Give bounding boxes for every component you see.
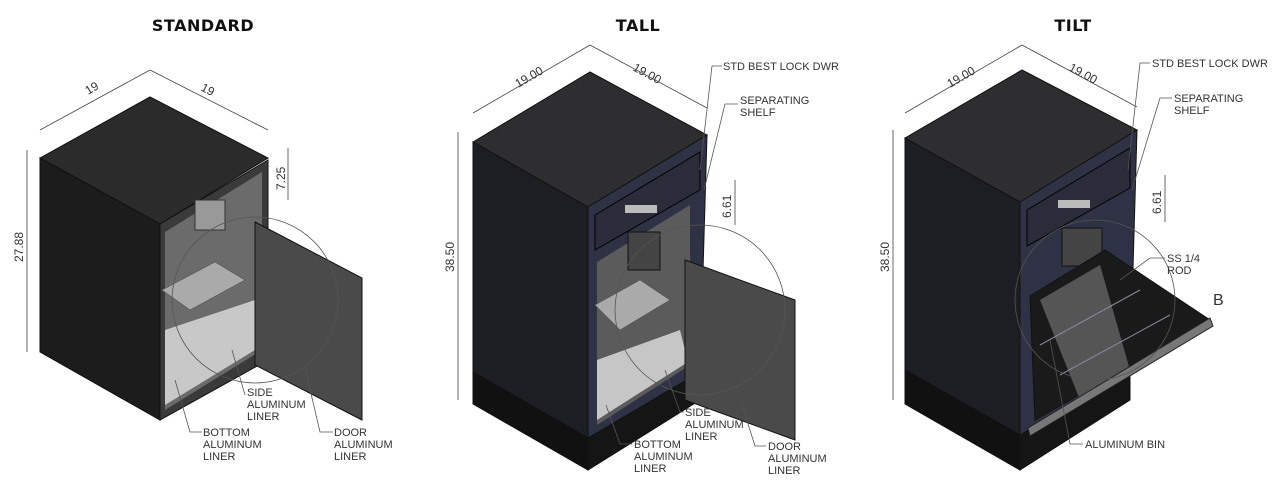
tilt-callouts: STD BEST LOCK DWR SEPARATING SHELF SS 1/… bbox=[1049, 58, 1268, 451]
standard-bottom-liner bbox=[165, 300, 255, 405]
standard-shelf bbox=[161, 261, 246, 311]
dim-drawer: 6.61 bbox=[720, 194, 734, 218]
label-door: DOOR bbox=[334, 427, 367, 439]
label-side-3: LINER bbox=[685, 431, 717, 443]
tall-callouts: STD BEST LOCK DWR SEPARATING SHELF SIDE … bbox=[605, 61, 839, 477]
label-side: SIDE bbox=[247, 387, 273, 399]
tilt-drawer bbox=[1026, 147, 1131, 247]
tall-drawer bbox=[594, 151, 701, 251]
label-shelf: SEPARATING bbox=[740, 95, 809, 107]
standard-keypad bbox=[194, 199, 226, 231]
dim-height: 27.88 bbox=[12, 232, 26, 262]
label-bottom-2: ALUMINUM bbox=[634, 451, 693, 463]
label-rod-2: ROD bbox=[1167, 265, 1192, 277]
tall-door bbox=[684, 259, 796, 441]
dim-width: 19.00 bbox=[945, 63, 978, 90]
standard-callouts: SIDE ALUMINUM LINER BOTTOM ALUMINUM LINE… bbox=[174, 349, 393, 463]
title-tall: TALL bbox=[616, 16, 660, 35]
dim-upper: 7.25 bbox=[274, 166, 288, 190]
tilt-dimensions: 19.00 19.00 38.50 6.61 bbox=[878, 44, 1166, 400]
dim-depth: 19.00 bbox=[1067, 60, 1100, 87]
label-bottom-2: ALUMINUM bbox=[203, 439, 262, 451]
standard-dimensions: 19 19 27.88 7.25 bbox=[12, 69, 289, 352]
label-side-2: ALUMINUM bbox=[685, 419, 744, 431]
label-door: DOOR bbox=[768, 441, 801, 453]
label-lock: STD BEST LOCK DWR bbox=[723, 61, 839, 73]
tall-cabinet bbox=[472, 71, 796, 471]
detail-b-label: B bbox=[1213, 292, 1224, 309]
label-bottom-3: LINER bbox=[634, 463, 666, 475]
dim-width: 19.00 bbox=[513, 63, 546, 90]
label-door-2: ALUMINUM bbox=[768, 453, 827, 465]
tilt-cabinet bbox=[903, 69, 1214, 471]
label-side-2: ALUMINUM bbox=[247, 399, 306, 411]
label-lock: STD BEST LOCK DWR bbox=[1152, 58, 1268, 70]
dim-depth: 19 bbox=[199, 80, 218, 99]
dim-drawer: 6.61 bbox=[1150, 190, 1164, 214]
dim-height: 38.50 bbox=[878, 242, 892, 272]
label-door-3: LINER bbox=[768, 465, 800, 477]
label-bottom: BOTTOM bbox=[203, 427, 250, 439]
label-bottom-3: LINER bbox=[203, 451, 235, 463]
label-rod: SS 1/4 bbox=[1167, 253, 1200, 265]
standard-detail-circle bbox=[171, 216, 339, 384]
label-side-3: LINER bbox=[247, 411, 279, 423]
label-shelf-2: SHELF bbox=[740, 107, 776, 119]
label-door-3: LINER bbox=[334, 451, 366, 463]
dim-depth: 19.00 bbox=[631, 60, 664, 87]
label-bottom: BOTTOM bbox=[634, 439, 681, 451]
standard-door bbox=[254, 221, 363, 421]
standard-cabinet bbox=[38, 96, 363, 421]
label-shelf-2: SHELF bbox=[1174, 105, 1210, 117]
tall-drawer-handle bbox=[625, 205, 657, 213]
label-door-2: ALUMINUM bbox=[334, 439, 393, 451]
title-standard: STANDARD bbox=[152, 16, 254, 35]
label-bin: ALUMINUM BIN bbox=[1085, 439, 1165, 451]
dim-height: 38.50 bbox=[443, 242, 457, 272]
dim-width: 19 bbox=[83, 79, 102, 98]
label-side: SIDE bbox=[685, 407, 711, 419]
label-shelf: SEPARATING bbox=[1174, 93, 1243, 105]
title-tilt: TILT bbox=[1054, 16, 1091, 35]
